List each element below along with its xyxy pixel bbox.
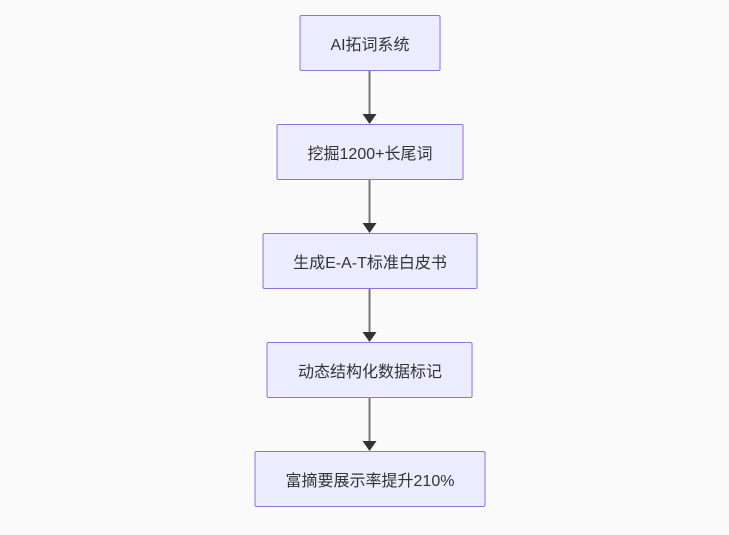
arrowhead-icon <box>363 223 377 233</box>
flowchart-node-eat-whitepaper: 生成E-A-T标准白皮书 <box>262 233 478 289</box>
arrowhead-icon <box>363 441 377 451</box>
arrow-line <box>369 71 371 116</box>
arrowhead-icon <box>363 114 377 124</box>
arrow-down-3 <box>362 289 378 342</box>
arrow-line <box>369 289 371 334</box>
flowchart-node-ai-expansion: AI拓词系统 <box>299 15 441 71</box>
flowchart-node-rich-snippet-rate: 富摘要展示率提升210% <box>254 451 486 507</box>
arrow-down-4 <box>362 398 378 451</box>
arrow-line <box>369 180 371 225</box>
flowchart-node-longtail-keywords: 挖掘1200+长尾词 <box>276 124 464 180</box>
arrowhead-icon <box>363 332 377 342</box>
flowchart: AI拓词系统 挖掘1200+长尾词 生成E-A-T标准白皮书 动态结构化数据标记… <box>254 15 486 507</box>
arrow-down-1 <box>362 71 378 124</box>
arrow-line <box>369 398 371 443</box>
arrow-down-2 <box>362 180 378 233</box>
flowchart-node-structured-data: 动态结构化数据标记 <box>266 342 473 398</box>
